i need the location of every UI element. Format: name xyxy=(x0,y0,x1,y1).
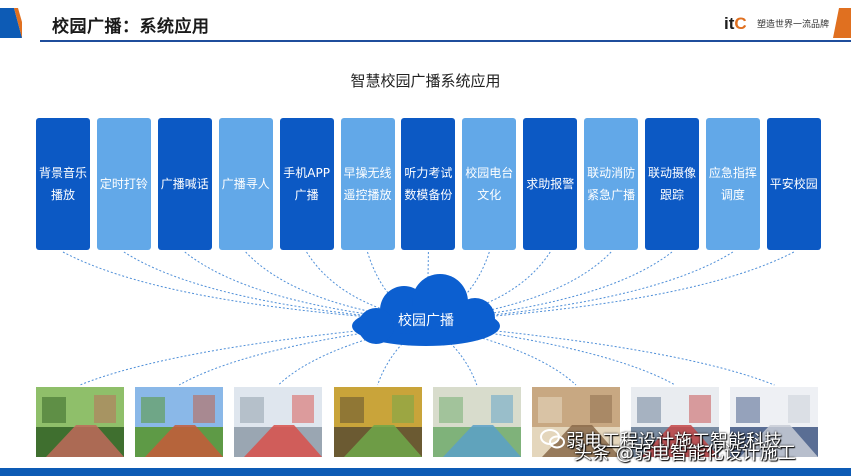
connector-bottom-5 xyxy=(431,327,478,386)
watermark-line2: 头条 @弱电智能化设计施工 xyxy=(574,443,796,464)
app-box-6: 早操无线遥控播放 xyxy=(340,118,395,250)
logo-slogan: 塑造世界一流品牌 xyxy=(757,19,830,29)
app-box-4: 广播寻人 xyxy=(218,118,273,250)
campus-path-photo xyxy=(36,387,124,457)
connector-top-3 xyxy=(184,251,398,319)
watermark-line1: 弱电工程设计施工智能科技 xyxy=(566,431,782,452)
app-box-11: 联动摄像跟踪 xyxy=(645,118,699,250)
diagram-title: 智慧校园广播系统应用 xyxy=(350,72,501,90)
meeting-hall-photo xyxy=(730,387,819,457)
app-box-1: 背景音乐播放 xyxy=(36,118,90,250)
lawn-reading-photo xyxy=(333,387,422,457)
sports-track-photo xyxy=(135,387,224,457)
school-gate-photo xyxy=(631,387,720,457)
cafeteria-photo xyxy=(234,387,323,457)
classroom-photo xyxy=(432,387,521,457)
hub-label: 校园广播 xyxy=(398,313,454,329)
app-box-7: 听力考试数模备份 xyxy=(401,118,456,250)
page-title: 校园广播：系统应用 xyxy=(52,17,210,37)
connector-top-12 xyxy=(462,251,734,319)
logo-text: it xyxy=(724,14,735,33)
app-box-9: 求助报警 xyxy=(523,118,578,250)
connector-top-5 xyxy=(306,251,412,319)
app-box-8: 校园电台文化 xyxy=(462,118,517,250)
app-box-3: 广播喊话 xyxy=(157,118,212,250)
watermark-text: 弱电工程设计施工智能科技 头条 @弱电智能化设计施工 xyxy=(566,431,796,464)
app-box-12: 应急指挥调度 xyxy=(705,118,760,250)
left-accent-shape xyxy=(0,8,22,38)
bottom-bar xyxy=(0,468,851,476)
header-divider xyxy=(40,40,851,42)
wechat-icon xyxy=(540,429,565,449)
connector-bottom-8 xyxy=(467,327,775,386)
connector-top-2 xyxy=(123,251,390,319)
app-box-13: 平安校园 xyxy=(766,118,821,250)
right-accent-shape xyxy=(833,8,851,38)
logo-accent-letter: C xyxy=(734,14,747,33)
connector-top-11 xyxy=(455,251,673,319)
connector-top-13 xyxy=(470,251,795,319)
connector-top-10 xyxy=(448,251,612,319)
app-box-10: 联动消防紧急广播 xyxy=(584,118,639,250)
connector-top-1 xyxy=(62,251,383,319)
library-photo xyxy=(532,387,620,457)
app-box-5: 手机APP广播 xyxy=(279,118,334,250)
header-bar: 校园广播：系统应用 itC 塑造世界一流品牌 xyxy=(0,0,851,46)
app-box-2: 定时打铃 xyxy=(96,118,151,250)
connector-bottom-7 xyxy=(455,327,676,386)
company-logo: itC xyxy=(724,14,747,34)
connector-bottom-1 xyxy=(79,327,385,386)
connector-bottom-4 xyxy=(377,327,421,386)
